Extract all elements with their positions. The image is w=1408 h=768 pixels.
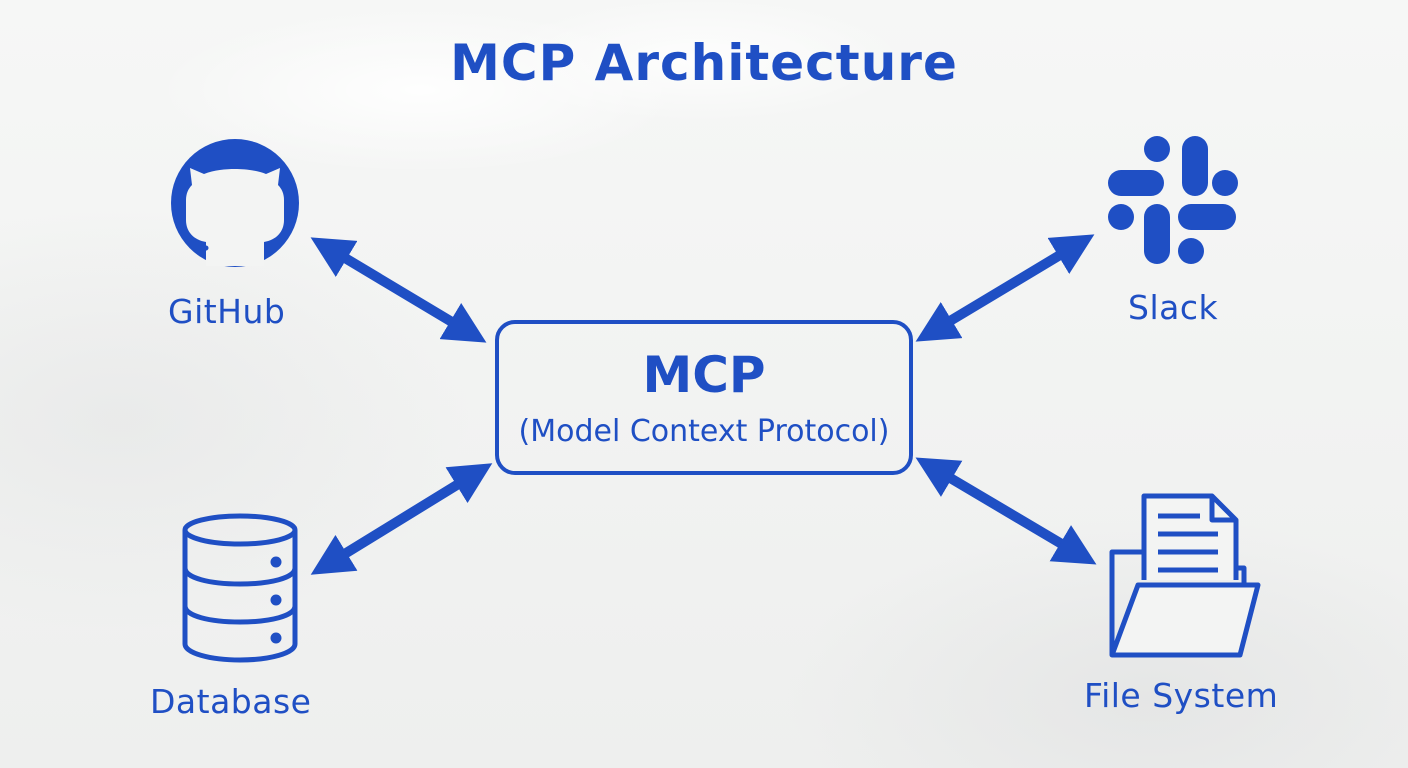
github-icon bbox=[171, 139, 299, 267]
node-label-file-system: File System bbox=[1084, 676, 1279, 715]
slack-icon bbox=[1108, 136, 1238, 264]
arrow-slack-mcp bbox=[915, 234, 1095, 342]
node-label-github: GitHub bbox=[168, 292, 286, 331]
diagram-title: MCP Architecture bbox=[450, 34, 958, 92]
database-icon bbox=[182, 513, 298, 663]
mcp-hub-box: MCP (Model Context Protocol) bbox=[495, 320, 913, 475]
arrow-database-mcp bbox=[310, 463, 493, 575]
hub-subtitle: (Model Context Protocol) bbox=[518, 414, 890, 449]
node-label-slack: Slack bbox=[1128, 288, 1219, 327]
arrow-filesystem-mcp bbox=[915, 457, 1097, 565]
file-folder-icon bbox=[1109, 493, 1261, 658]
node-label-database: Database bbox=[150, 682, 312, 721]
arrow-github-mcp bbox=[310, 237, 487, 343]
hub-title: MCP bbox=[642, 346, 766, 404]
